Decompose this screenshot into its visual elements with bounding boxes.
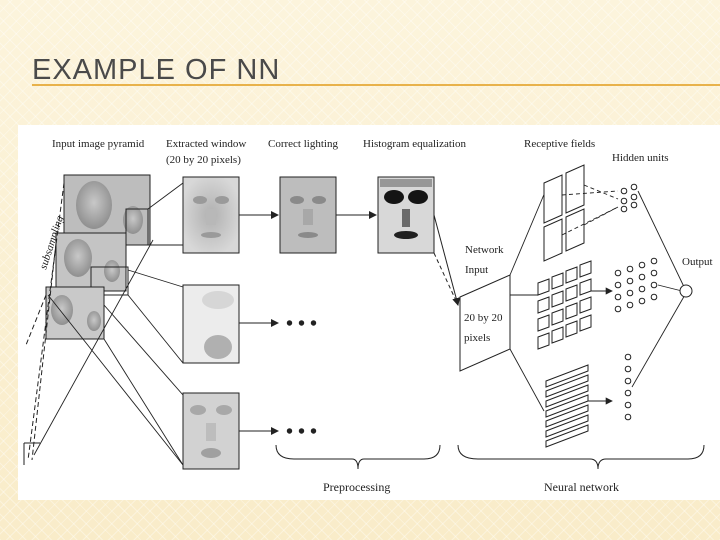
label-output: Output (682, 256, 713, 268)
extracted-window-1 (182, 176, 240, 254)
preprocessing-brace (275, 444, 441, 470)
label-preprocessing: Preprocessing (323, 480, 390, 494)
hidden-to-output-lines (631, 190, 687, 388)
label-histogram-equalization: Histogram equalization (363, 138, 466, 150)
label-hidden-units: Hidden units (612, 152, 669, 164)
slide-title: EXAMPLE OF NN (32, 54, 281, 86)
hidden-units-middle (614, 257, 658, 313)
pyramid-image-medium (55, 232, 129, 296)
ellipsis-row-3: • • • (286, 421, 317, 443)
pyramid-image-small (45, 286, 105, 340)
arrow-to-network-input (433, 214, 461, 306)
nn-diagram: Input image pyramid Extracted window (20… (23, 138, 713, 494)
title-underline (32, 84, 720, 86)
diagram-panel: Input image pyramid Extracted window (20… (18, 125, 720, 500)
input-to-fields-lines (509, 184, 549, 412)
ellipsis-row-2: • • • (286, 313, 317, 335)
subsampling-lines (25, 182, 65, 461)
label-input-pyramid: Input image pyramid (52, 138, 145, 150)
label-input: Input (465, 264, 488, 276)
fields-to-hidden-lines (561, 184, 619, 236)
fields-to-hidden-arrows (588, 287, 613, 405)
output-unit (679, 284, 693, 298)
lighting-corrected-window (279, 176, 337, 254)
histogram-to-input-guide (433, 252, 459, 306)
label-receptive-fields: Receptive fields (524, 138, 595, 150)
label-input-size: 20 by 20 (464, 312, 503, 324)
receptive-fields-top (543, 164, 585, 262)
extracted-window-3 (182, 392, 240, 470)
label-correct-lighting: Correct lighting (268, 138, 338, 150)
extracted-window-2 (182, 284, 240, 364)
receptive-fields-bottom (545, 364, 589, 448)
hidden-units-bottom (624, 353, 632, 421)
label-input-pixels: pixels (464, 332, 490, 344)
label-network: Network (465, 244, 504, 256)
neural-network-brace (457, 444, 705, 470)
receptive-fields-middle (537, 260, 592, 350)
label-extracted-window: Extracted window (166, 138, 246, 150)
label-neural-network: Neural network (544, 480, 619, 494)
hidden-units-top (620, 183, 638, 213)
label-extracted-window-size: (20 by 20 pixels) (166, 154, 241, 166)
window-projection-lines (33, 182, 184, 466)
histogram-equalized-window (377, 176, 435, 254)
